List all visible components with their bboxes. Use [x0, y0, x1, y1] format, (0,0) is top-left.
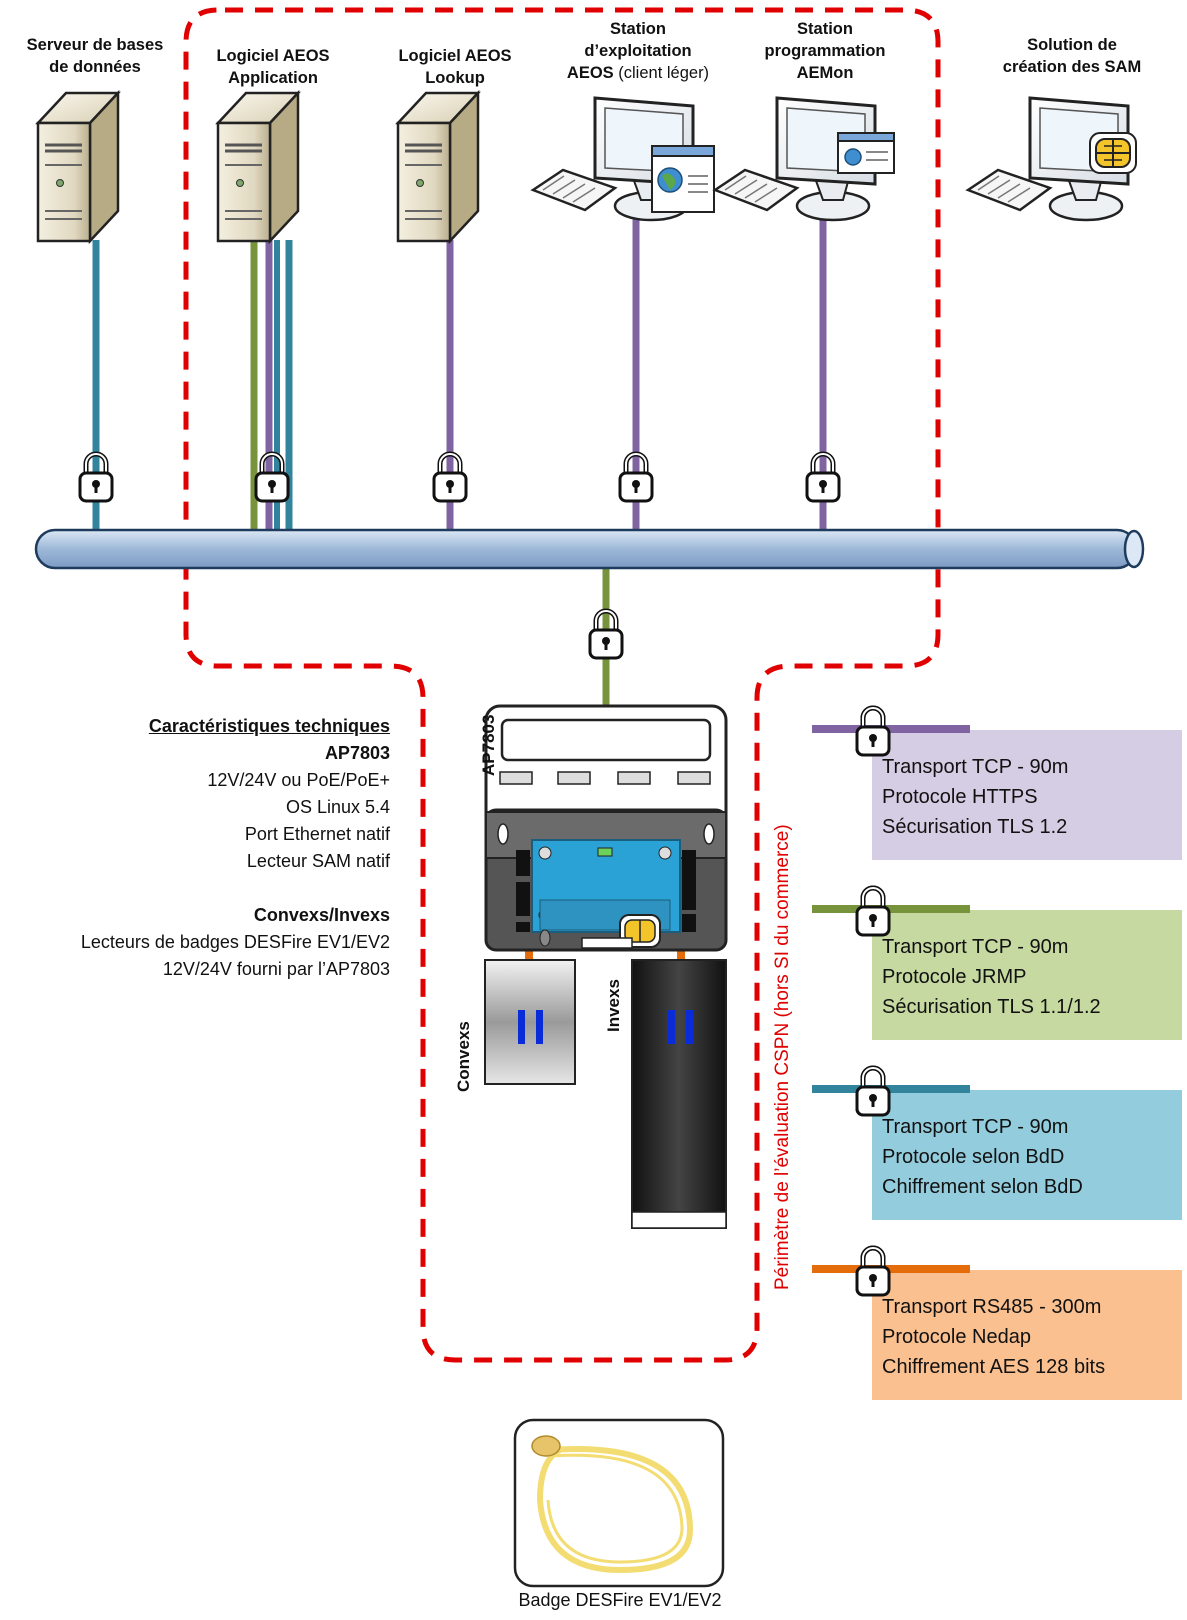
legend-line: Transport TCP - 90m [882, 1116, 1069, 1138]
aeos-app-label: Logiciel AEOS Application [188, 45, 358, 89]
specs-readers-line: Lecteurs de badges DESFire EV1/EV2 [80, 932, 390, 952]
specs-line: 12V/24V ou PoE/PoE+ [207, 770, 390, 790]
specs-line: OS Linux 5.4 [285, 797, 390, 817]
convexs-label: Convexs [454, 1021, 473, 1092]
invexs-reader-icon [631, 959, 727, 1229]
legend-line: Sécurisation TLS 1.2 [882, 816, 1068, 838]
legend-line: Protocole HTTPS [882, 786, 1038, 808]
exploitation-label-line: AEOS (client léger) [548, 62, 728, 84]
aeos-lookup-label-line: Logiciel AEOS [398, 47, 512, 65]
exploitation-label: Station d’exploitation AEOS (client lége… [548, 18, 728, 84]
sam-label-line: Solution de [1027, 36, 1117, 54]
legend-line: Chiffrement AES 128 bits [882, 1356, 1106, 1378]
legend-line: Protocole Nedap [882, 1326, 1031, 1348]
specs-line: Port Ethernet natif [244, 824, 390, 844]
specs-readers-title: Convexs/Invexs [253, 905, 390, 925]
specs-model: AP7803 [324, 743, 390, 763]
aeos-app-label-line: Logiciel AEOS [216, 47, 330, 65]
legend-bdd: Transport TCP - 90m Protocole selon BdD … [872, 1090, 1182, 1220]
legend-line: Chiffrement selon BdD [882, 1176, 1083, 1198]
legend-line: Transport RS485 - 300m [882, 1296, 1102, 1318]
specs-block: Caractéristiques techniques AP7803 12V/2… [0, 713, 390, 983]
aemon-window-icon [837, 132, 895, 174]
perimeter-label: Périmètre de l’évaluation CSPN (hors SI … [772, 824, 793, 1290]
legend-line: Sécurisation TLS 1.1/1.2 [882, 996, 1101, 1018]
legend-line: Protocole JRMP [882, 966, 1027, 988]
convexs-reader-icon [484, 959, 576, 1085]
sam-label: Solution de création des SAM [982, 34, 1162, 78]
legend-line: Transport TCP - 90m [882, 756, 1069, 778]
db-server-label: Serveur de bases de données [10, 34, 180, 78]
legend-jrmp: Transport TCP - 90m Protocole JRMP Sécur… [872, 910, 1182, 1040]
exploitation-label-line: d’exploitation [584, 42, 692, 60]
browser-window-icon [651, 145, 715, 213]
invexs-label: Invexs [604, 979, 623, 1032]
network-bus [34, 528, 1145, 570]
aeos-lookup-label: Logiciel AEOS Lookup [370, 45, 540, 89]
aemon-label-line: programmation [764, 42, 886, 60]
aemon-label-line: Station [797, 20, 853, 38]
legend-line: Transport TCP - 90m [882, 936, 1069, 958]
legend-rs485: Transport RS485 - 300m Protocole Nedap C… [872, 1270, 1182, 1400]
ap7803-controller-icon [484, 704, 728, 952]
sam-label-line: création des SAM [1002, 58, 1142, 76]
exploitation-label-bold: AEOS [566, 64, 614, 82]
ap7803-vertical-label: AP7803 [479, 714, 498, 776]
db-server-icon [36, 91, 120, 243]
db-server-label-line: Serveur de bases [26, 36, 164, 54]
specs-line: Lecteur SAM natif [246, 851, 390, 871]
aeos-lookup-label-line: Lookup [425, 69, 485, 87]
badge-label: Badge DESFire EV1/EV2 [518, 1590, 722, 1610]
exploitation-label-rest: (client léger) [613, 64, 710, 82]
db-server-label-line: de données [49, 58, 141, 76]
legend-line: Protocole selon BdD [882, 1146, 1065, 1168]
aemon-label: Station programmation AEMon [740, 18, 910, 84]
aeos-lookup-server-icon [396, 91, 480, 243]
exploitation-label-line: Station [610, 20, 666, 38]
specs-readers-line: 12V/24V fourni par l’AP7803 [162, 959, 390, 979]
sam-chip-icon [1089, 132, 1137, 174]
perimeter-outline [183, 7, 941, 1363]
legend-https: Transport TCP - 90m Protocole HTTPS Sécu… [872, 730, 1182, 860]
aemon-label-line: AEMon [796, 64, 854, 82]
aeos-app-label-line: Application [228, 69, 318, 87]
aeos-app-server-icon [216, 91, 300, 243]
specs-title: Caractéristiques techniques [148, 716, 390, 736]
desfire-badge-icon [513, 1418, 725, 1588]
